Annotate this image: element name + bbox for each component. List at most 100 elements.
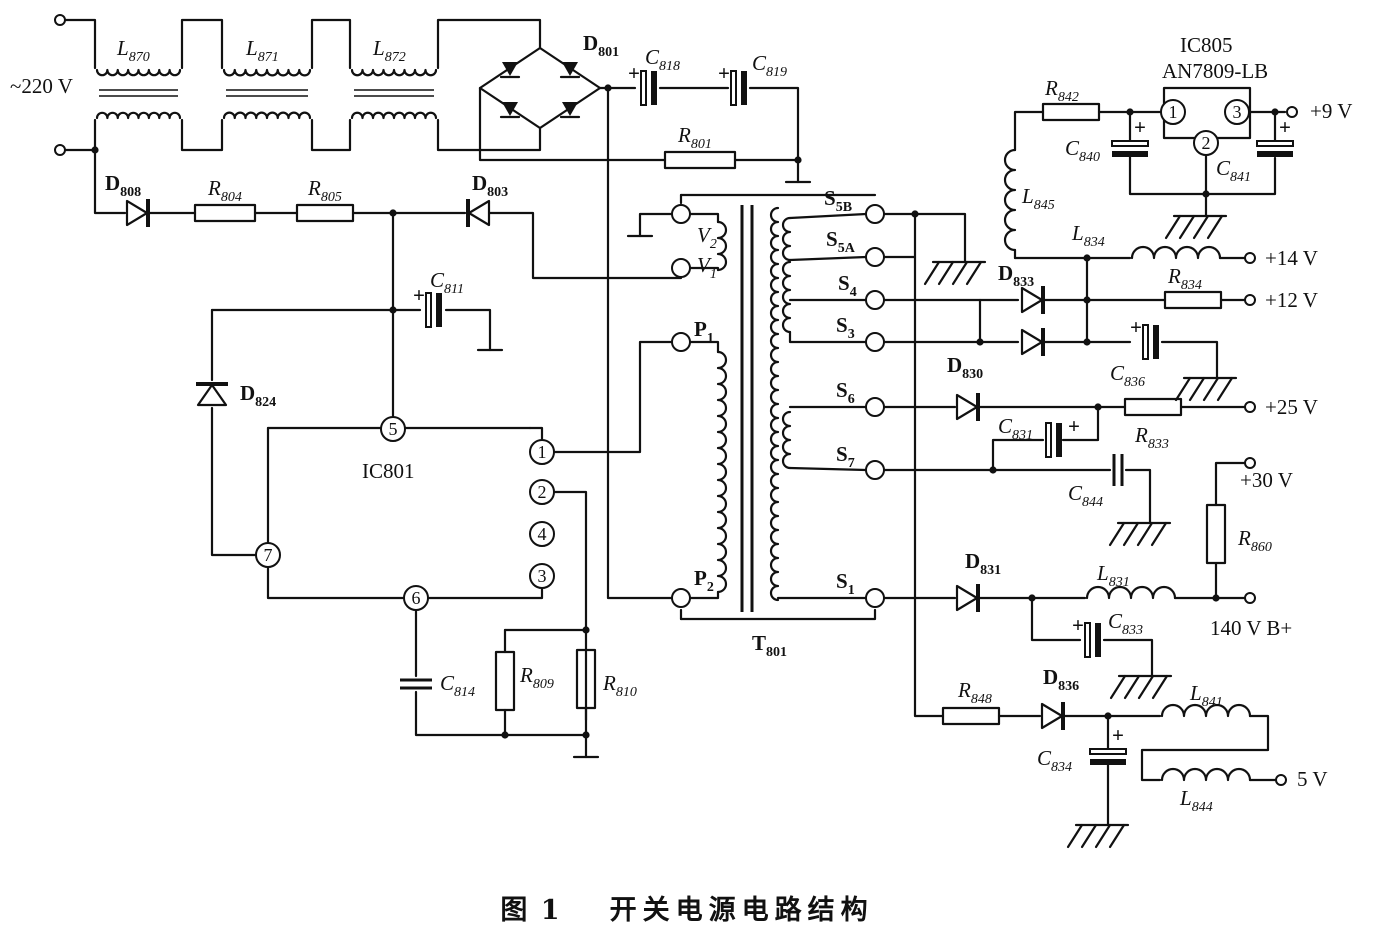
L845-label: L845 [1021, 184, 1055, 213]
terminal [671, 258, 691, 278]
L871-label: L871 [245, 36, 279, 65]
wire [478, 86, 667, 162]
L831-label: L831 [1096, 561, 1130, 590]
output-30v-label: +30 V [1240, 468, 1293, 492]
ic805-pin-2-number: 2 [1202, 133, 1211, 153]
R805-label: R805 [307, 176, 342, 205]
L844-label: L844 [1179, 786, 1213, 815]
ic805-part-label: AN7809-LB [1162, 59, 1268, 83]
R842-label: R842 [1044, 76, 1079, 105]
winding-S3 [781, 260, 792, 334]
wire [63, 18, 97, 70]
S5A-label: S5A [826, 227, 856, 256]
L834 [1130, 245, 1222, 260]
R801-label: R801 [677, 123, 712, 152]
svg-text:+: + [718, 61, 730, 85]
wire [427, 586, 544, 600]
C844-label: C844 [1068, 481, 1103, 510]
S6-label: S6 [836, 378, 855, 407]
C844 [1112, 454, 1124, 486]
svg-text:+: + [1130, 315, 1142, 339]
wire [1124, 468, 1152, 525]
R833 [1123, 397, 1183, 417]
terminal [1244, 401, 1256, 413]
R804 [193, 203, 257, 223]
S3-label: S3 [836, 313, 855, 342]
terminal [1244, 294, 1256, 306]
C840: + [1111, 115, 1149, 157]
terminal [671, 332, 691, 352]
wire [788, 466, 868, 472]
wire [638, 212, 674, 238]
svg-text:+: + [1134, 115, 1146, 139]
circuit-wires [63, 18, 1287, 827]
figure-title: 开关电源电路结构 [609, 895, 874, 926]
ic805-pin-3-number: 3 [1233, 102, 1242, 122]
ground-S5 [923, 260, 987, 286]
wire [882, 212, 967, 264]
ic801-pin-4 [529, 521, 555, 547]
wire [93, 148, 127, 215]
wire [748, 86, 800, 162]
junction-dot [1083, 338, 1091, 346]
ic801-pin-1 [529, 439, 555, 465]
C819-label: C819 [752, 51, 787, 80]
junction-dot [794, 156, 802, 164]
output-12v-label: +12 V [1265, 288, 1318, 312]
wire [180, 18, 224, 70]
bridge-diode-2 [502, 102, 518, 116]
winding-S5 [781, 216, 792, 262]
wire [63, 118, 97, 152]
output-5v-label: 5 V [1297, 767, 1328, 791]
wire [436, 118, 542, 152]
wire [552, 340, 674, 454]
terminal [1244, 252, 1256, 264]
terminal [865, 290, 885, 310]
terminal [671, 204, 691, 224]
terminal [1286, 106, 1298, 118]
ic805-label: IC805 [1180, 33, 1233, 57]
L872-label: L872 [372, 36, 406, 65]
L841 [1160, 703, 1252, 718]
figure-number: 图 1 [500, 895, 562, 926]
wire [1160, 340, 1219, 380]
R834 [1163, 290, 1223, 310]
R805 [295, 203, 355, 223]
terminal [1244, 457, 1256, 469]
terminal [865, 332, 885, 352]
junction-dot [989, 466, 997, 474]
ic801-pin-5-number: 5 [389, 419, 398, 439]
ic801-pin-7 [255, 542, 281, 568]
R833-label: R833 [1134, 423, 1169, 452]
wire [788, 212, 868, 220]
wire [1128, 155, 1277, 196]
ic801-pin-6 [403, 585, 429, 611]
D836-label: D836 [1043, 665, 1079, 694]
wire [436, 18, 542, 70]
ic801-pin-2-number: 2 [538, 482, 547, 502]
filter-choke-top-2 [350, 68, 438, 77]
filter-choke-top-0 [95, 68, 182, 77]
D801-label: D801 [583, 31, 619, 60]
wire [1061, 405, 1100, 442]
S7-label: S7 [836, 442, 855, 471]
R848-label: R848 [957, 678, 992, 707]
ic801-pin-1-number: 1 [538, 442, 547, 462]
output-140v-label: 140 V B+ [1210, 616, 1292, 640]
C841-label: C841 [1216, 156, 1251, 185]
S5B-label: S5B [824, 186, 852, 215]
wire [528, 426, 544, 442]
wire [1013, 110, 1045, 152]
C836: + [1130, 315, 1159, 360]
bridge-rectifier-D801 [478, 46, 602, 130]
terminal [865, 204, 885, 224]
wire [1214, 461, 1247, 507]
C831-label: C831 [998, 414, 1033, 443]
junction-dot [911, 210, 919, 218]
terminal [865, 247, 885, 267]
C831 [1045, 422, 1062, 458]
C834: + [1089, 723, 1127, 765]
D824-label: D824 [240, 381, 276, 410]
ic805-pin-3 [1224, 99, 1250, 125]
C819: + [718, 61, 747, 106]
